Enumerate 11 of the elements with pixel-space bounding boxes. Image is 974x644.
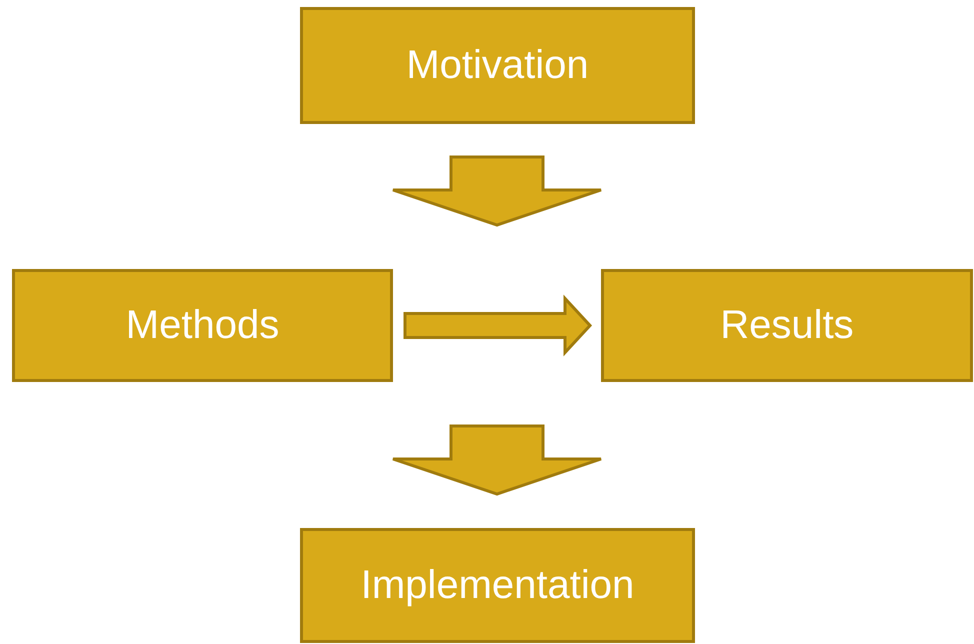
box-label: Results <box>720 303 854 348</box>
box-label: Motivation <box>406 43 589 88</box>
box-label: Implementation <box>360 563 634 608</box>
process-box <box>300 528 695 643</box>
block-arrow <box>404 294 592 356</box>
box-label: Methods <box>126 303 280 348</box>
process-box <box>12 269 393 382</box>
block-arrow <box>392 156 602 227</box>
block-arrow <box>392 424 602 496</box>
process-box <box>300 7 695 124</box>
process-box <box>601 269 973 382</box>
